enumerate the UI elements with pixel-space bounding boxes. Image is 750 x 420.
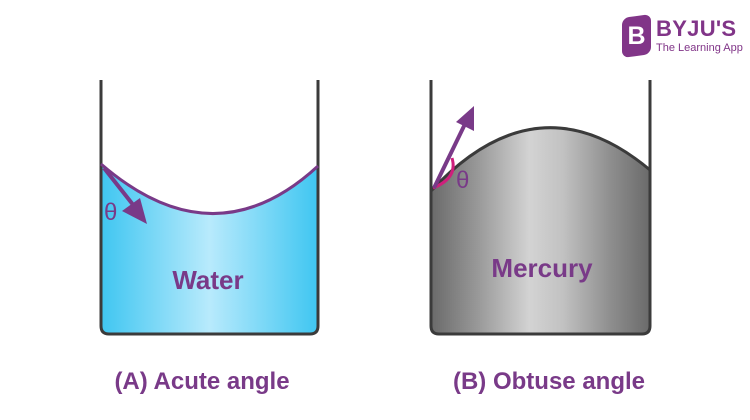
logo-badge-letter: B — [627, 22, 646, 50]
mercury-meniscus-line — [429, 126, 651, 193]
logo-name: BYJU'S — [656, 16, 737, 41]
panel-water: θ Water (A) Acute angle — [99, 80, 320, 395]
logo-tagline: The Learning App — [656, 42, 743, 54]
water-contact-arrow-head — [122, 198, 147, 224]
mercury-vessel — [429, 80, 652, 336]
caption-acute-angle: (A) Acute angle — [114, 368, 289, 395]
water-meniscus-line — [100, 162, 320, 215]
water-contact-arrow-shaft — [102, 166, 136, 208]
water-label: Water — [172, 265, 243, 295]
mercury-contact-arrow-shaft — [432, 123, 467, 189]
caption-obtuse-angle: (B) Obtuse angle — [453, 368, 645, 395]
water-vessel — [99, 80, 320, 336]
water-angle-symbol: θ — [104, 199, 117, 226]
mercury-fill — [431, 127, 650, 334]
mercury-label: Mercury — [491, 253, 593, 283]
mercury-angle-symbol: θ — [456, 167, 469, 194]
panel-mercury: θ Mercury (B) Obtuse angle — [429, 80, 652, 395]
water-fill — [101, 164, 318, 334]
mercury-contact-arrow-head — [456, 106, 474, 131]
byjus-logo: B BYJU'S The Learning App — [622, 13, 747, 59]
